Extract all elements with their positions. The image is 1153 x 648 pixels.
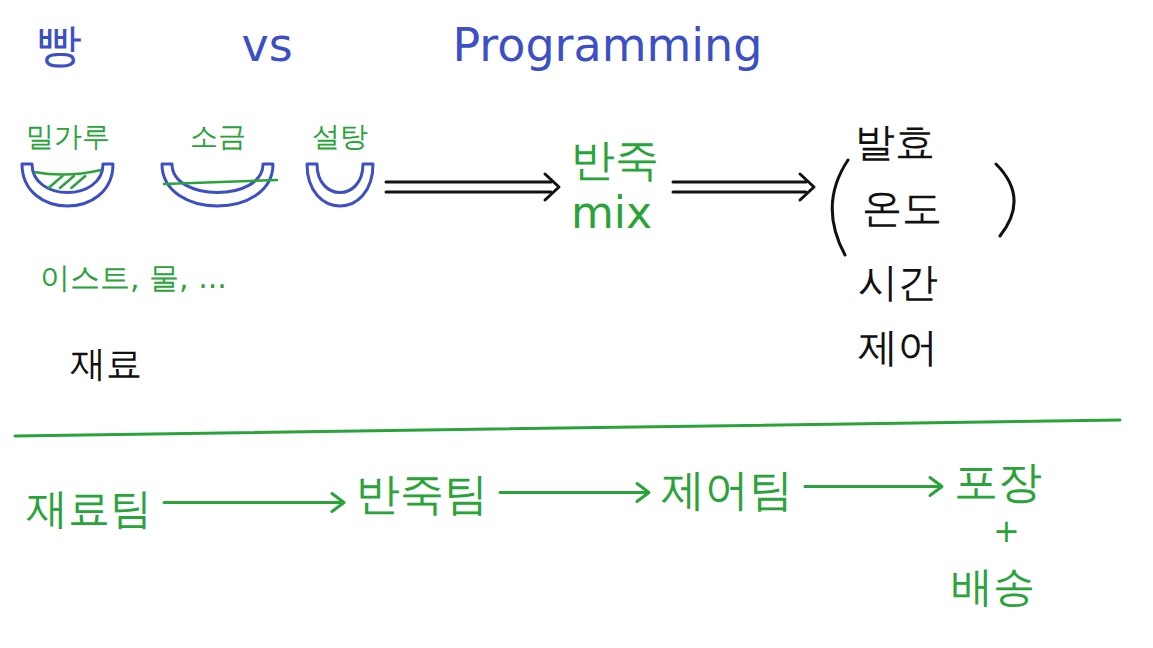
arrow-shaft	[164, 501, 343, 504]
step-group: 반죽팀	[350, 462, 494, 527]
open-bracket	[832, 160, 848, 255]
bowl-outline	[162, 164, 273, 206]
step-group: 발효온도시간 제어	[820, 118, 1035, 380]
flour-surface	[34, 170, 101, 175]
bowl-outline	[22, 164, 113, 206]
arrow-shaft	[673, 181, 806, 184]
arrow-head	[930, 478, 942, 496]
flow-arrow	[673, 174, 814, 200]
title: 빵 vs Programming	[36, 18, 762, 73]
arrow-head	[545, 174, 559, 200]
bowl-drawing	[305, 158, 375, 213]
plus-sign: +	[993, 512, 1020, 550]
ingredient-bowl: 설탕	[305, 120, 375, 213]
step-group: 제어팀	[655, 458, 799, 523]
flow-arrow	[386, 174, 559, 200]
flow-arrow	[164, 494, 344, 512]
step-subtext: 시간 제어	[858, 250, 970, 380]
arrow-shaft	[805, 485, 941, 488]
ingredient-bowl: 소금	[160, 120, 275, 213]
step-text: 이스트, 물, ...	[40, 260, 227, 296]
step-group: 이스트, 물, ... 재료 밀가루 소금 설탕	[15, 112, 380, 397]
arrow-head	[637, 484, 649, 502]
step-text: 설탕	[305, 120, 375, 154]
step-group: 반죽 mix	[565, 128, 667, 246]
step-subtext: 온도	[862, 184, 942, 232]
step-text: 반죽 mix	[571, 134, 661, 240]
ingredient-bowl: 밀가루	[20, 120, 115, 213]
step-text: 제어팀	[661, 464, 793, 517]
arrow-shaft	[500, 491, 648, 494]
arrow-head	[800, 174, 814, 200]
salt-level	[164, 180, 277, 184]
step-text: 포장	[954, 456, 1042, 509]
bowl-drawing	[160, 158, 275, 213]
step-text: 반죽팀	[356, 468, 488, 521]
close-bracket	[996, 164, 1014, 236]
flour-hatch	[71, 176, 85, 188]
bowl-outline	[307, 164, 373, 206]
step-text: 밀가루	[20, 120, 115, 154]
step-subtext: 재료	[70, 342, 142, 385]
step-text: 배송	[951, 562, 1035, 612]
flow-arrow	[805, 478, 942, 496]
bowl-drawing	[20, 158, 115, 213]
step-text: 재료팀	[26, 484, 152, 534]
step-text: 소금	[160, 120, 275, 154]
arrow-shaft	[386, 181, 551, 184]
step-group: 배송	[945, 556, 1041, 619]
separator-line	[15, 420, 1120, 436]
arrow-shaft	[386, 191, 551, 194]
flow-arrow	[500, 484, 649, 502]
arrow-head	[332, 494, 344, 512]
arrow-shaft	[673, 191, 806, 194]
step-group: 재료팀	[20, 478, 158, 541]
step-text: 발효	[855, 118, 935, 166]
step-group: 포장	[948, 450, 1048, 515]
